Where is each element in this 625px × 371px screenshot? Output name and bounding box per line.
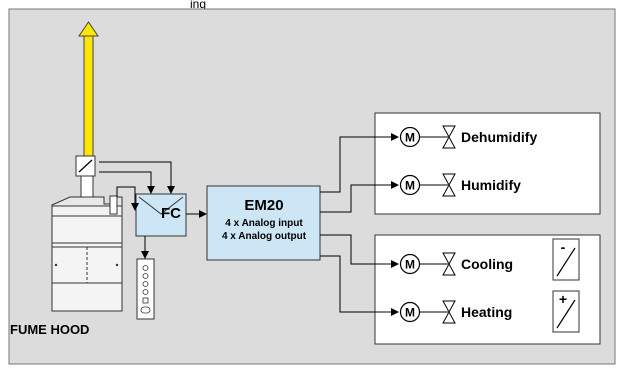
fc-box [135, 193, 187, 237]
motor-valve-heating [399, 300, 456, 324]
motor-label-cooling: M [405, 258, 415, 272]
connection-lines [99, 133, 399, 316]
output-label-heating: Heating [461, 304, 513, 320]
fume-hood-label: FUME HOOD [10, 322, 90, 337]
em20-title: EM20 [244, 197, 284, 214]
motor-label-dehumidify: M [405, 131, 415, 145]
em20-line-1: 4 x Analog input [225, 218, 303, 229]
minus-indicator [552, 238, 580, 281]
hood-sensor [109, 195, 118, 215]
header-fragment: ing [190, 0, 207, 11]
output-label-humidify: Humidify [461, 177, 521, 193]
motor-label-heating: M [405, 306, 415, 320]
fc-label: FC [161, 205, 181, 222]
motor-valve-dehumidify [399, 125, 456, 149]
em20-line-2: 4 x Analog output [221, 231, 307, 242]
display-unit [136, 258, 155, 320]
plus-sign: + [558, 291, 568, 307]
motor-valve-humidify [399, 173, 456, 197]
damper [75, 155, 96, 199]
minus-sign: - [560, 239, 566, 255]
plus-indicator [552, 290, 580, 333]
fume-hood [51, 196, 123, 312]
motor-valve-cooling [399, 252, 456, 276]
output-label-dehumidify: Dehumidify [461, 129, 538, 145]
motor-label-humidify: M [405, 179, 415, 193]
em20-box [206, 185, 321, 261]
output-label-cooling: Cooling [461, 256, 514, 272]
